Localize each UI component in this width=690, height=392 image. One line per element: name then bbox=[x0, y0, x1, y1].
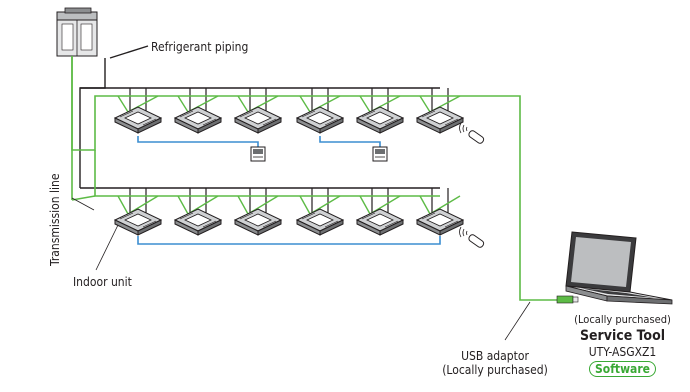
indoor-units-bottom-row bbox=[114, 208, 464, 236]
software-badge: Software bbox=[589, 361, 656, 377]
refrigerant-piping bbox=[79, 45, 440, 189]
wired-remote-controller-icon bbox=[250, 146, 266, 162]
cassette-indoor-unit-icon bbox=[174, 208, 222, 236]
cassette-indoor-unit-icon bbox=[234, 106, 282, 134]
wireless-remote-icon bbox=[459, 122, 486, 145]
cassette-indoor-unit-icon bbox=[234, 208, 282, 236]
transmission-line-label: Transmission line bbox=[48, 173, 62, 266]
usb-adaptor-name: USB adaptor bbox=[461, 349, 529, 363]
service-tool-label: (Locally purchased) Service Tool UTY-ASG… bbox=[560, 313, 685, 377]
indoor-unit-label: Indoor unit bbox=[73, 275, 132, 289]
transmission-line bbox=[71, 56, 560, 301]
label-leaders bbox=[71, 197, 531, 341]
cassette-indoor-unit-icon bbox=[114, 106, 162, 134]
cassette-indoor-unit-icon bbox=[416, 106, 464, 134]
piping-drops bbox=[129, 88, 449, 214]
outdoor-unit-icon bbox=[56, 7, 98, 57]
service-tool-title: Service Tool bbox=[579, 328, 666, 344]
wired-remote-controller-icon bbox=[372, 146, 388, 162]
cassette-indoor-unit-icon bbox=[296, 106, 344, 134]
usb-adaptor-label: USB adaptor (Locally purchased) bbox=[430, 349, 560, 377]
indoor-units-top-row bbox=[114, 106, 464, 134]
cassette-indoor-unit-icon bbox=[296, 208, 344, 236]
cassette-indoor-unit-icon bbox=[416, 208, 464, 236]
cassette-indoor-unit-icon bbox=[174, 106, 222, 134]
laptop-icon bbox=[565, 231, 673, 305]
usb-adaptor-icon bbox=[556, 295, 579, 304]
cassette-indoor-unit-icon bbox=[356, 106, 404, 134]
cassette-indoor-unit-icon bbox=[356, 208, 404, 236]
refrigerant-piping-label: Refrigerant piping bbox=[151, 40, 249, 54]
service-tool-note: (Locally purchased) bbox=[574, 313, 671, 326]
usb-adaptor-note: (Locally purchased) bbox=[442, 363, 548, 377]
service-tool-model: UTY-ASGXZ1 bbox=[588, 345, 657, 359]
wireless-remote-icon bbox=[459, 226, 486, 249]
cassette-indoor-unit-icon bbox=[114, 208, 162, 236]
